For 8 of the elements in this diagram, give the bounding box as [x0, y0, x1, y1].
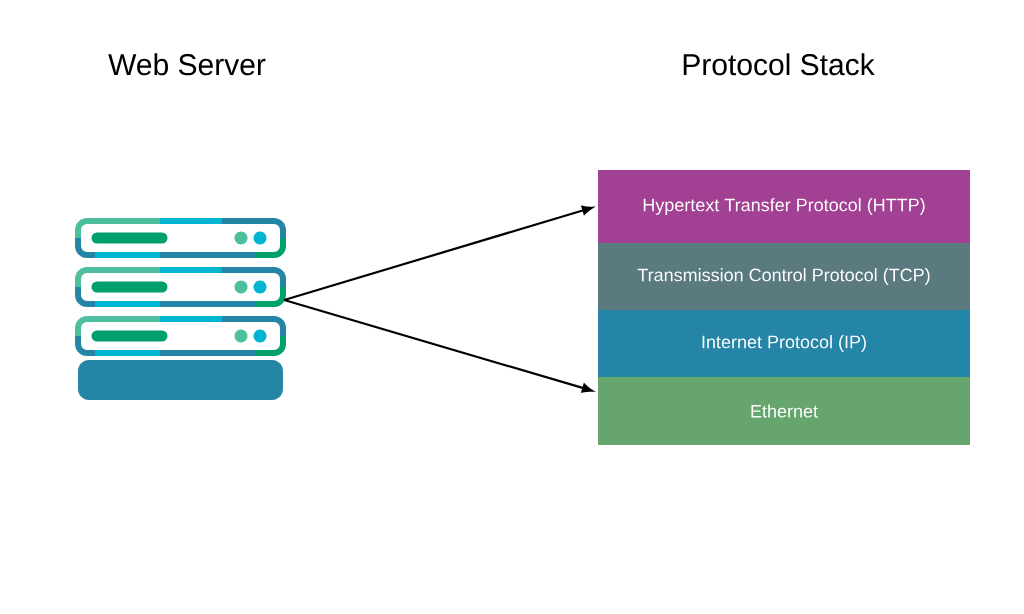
- arrow: [283, 298, 593, 393]
- heading: Protocol Stack: [683, 53, 875, 76]
- arrow: [283, 205, 593, 302]
- protocol-layer: Transmission Control Protocol (TCP): [598, 243, 970, 310]
- protocol-layer: Hypertext Transfer Protocol (HTTP): [598, 170, 970, 243]
- protocol-layer: Ethernet: [598, 377, 970, 445]
- protocol-layer: Internet Protocol (IP): [598, 310, 970, 377]
- heading: Web Server: [108, 53, 266, 76]
